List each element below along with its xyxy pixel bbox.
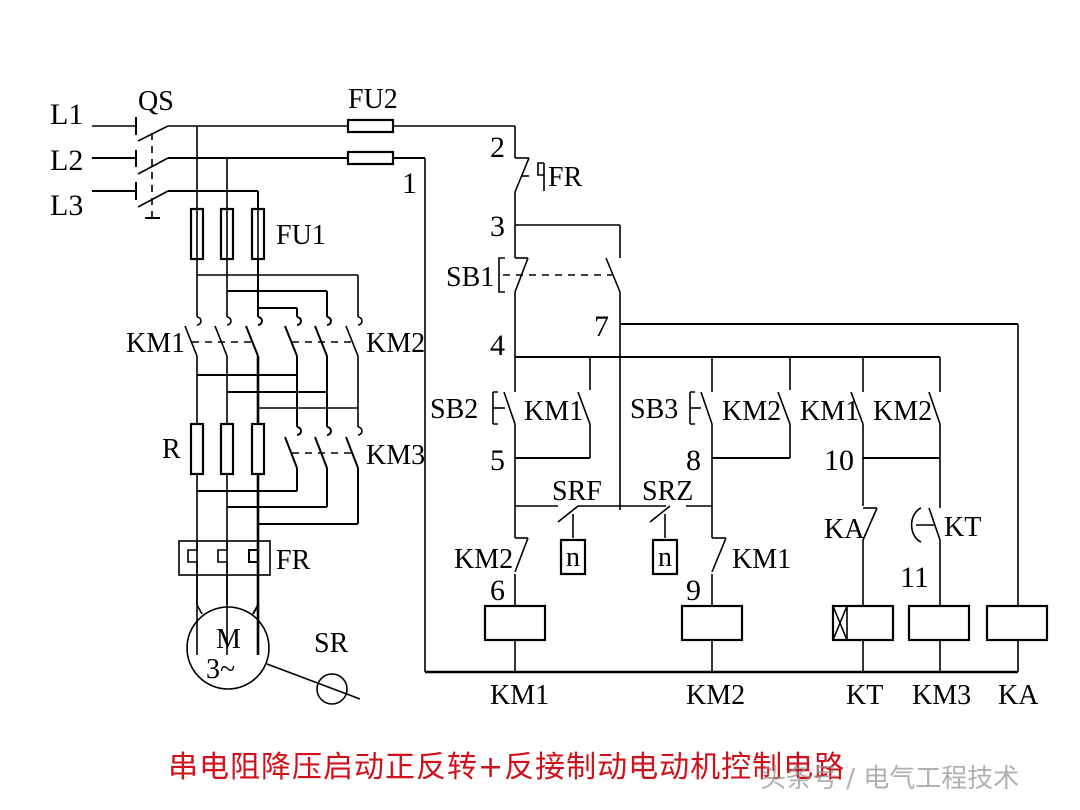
node-7: 7 — [594, 310, 609, 343]
fr-thermal-relay: FR — [178, 540, 311, 576]
node-11: 11 — [900, 561, 929, 594]
qs-label: QS — [138, 86, 174, 117]
fu1-label: FU1 — [276, 220, 326, 251]
node-10: 10 — [824, 444, 854, 477]
srf-label: SRF — [552, 476, 602, 507]
km1-aux-label: KM1 — [800, 396, 859, 427]
srz-sensor-glyph: n — [658, 542, 672, 573]
km1-hold-contact: KM1 — [515, 357, 591, 459]
km2-aux-label: KM2 — [873, 396, 932, 427]
coil-km1: KM1 — [483, 604, 549, 711]
node-3: 3 — [490, 210, 505, 243]
phase-label-l3: L3 — [50, 189, 83, 222]
sb3-reverse-button[interactable]: SB3 — [630, 357, 713, 606]
km1-interlock-contact: KM1 — [709, 537, 791, 575]
km1-km2-main-contacts: KM1 KM2 — [126, 316, 425, 359]
srf-sensor-glyph: n — [566, 542, 580, 573]
fu1-fuses: FU1 — [189, 126, 326, 261]
watermark: 头条号 / 电气工程技术 — [760, 764, 1020, 794]
node-4: 4 — [490, 329, 505, 362]
km1-aux-contact: KM1 — [800, 357, 864, 508]
srz-label: SRZ — [642, 476, 693, 507]
speed-relay-sr: SR — [266, 628, 361, 705]
fr-nc-contact: FR — [514, 126, 583, 258]
motor: M 3~ — [186, 606, 270, 690]
sb2-forward-button[interactable]: SB2 — [430, 357, 516, 606]
node-8: 8 — [686, 444, 701, 477]
kt-timed-contact: KT — [910, 507, 981, 606]
km1-interlock-label: KM1 — [732, 544, 791, 575]
coil-km3: KM3 — [907, 604, 971, 711]
fu2-label: FU2 — [348, 84, 398, 115]
coil-label-kt: KT — [846, 680, 883, 711]
km3-main-contacts: KM3 — [197, 375, 425, 525]
node-2: 2 — [490, 131, 505, 164]
sr-label: SR — [314, 628, 349, 659]
motor-type: 3~ — [206, 654, 235, 685]
km2-aux-contact: KM2 — [863, 357, 941, 508]
km2-hold-label: KM2 — [722, 396, 781, 427]
coil-label-ka: KA — [998, 680, 1039, 711]
srf-speed-contact: SRF n — [552, 476, 602, 576]
kt-contact-label: KT — [944, 512, 981, 543]
km1-main-label: KM1 — [126, 328, 185, 359]
sb2-label: SB2 — [430, 394, 478, 425]
coil-kt: KT — [831, 604, 895, 711]
coil-km2: KM2 — [680, 604, 745, 711]
qs-switch: QS — [92, 86, 174, 219]
node-5: 5 — [490, 444, 505, 477]
km2-main-label: KM2 — [366, 328, 425, 359]
srz-speed-contact: SRZ n — [642, 476, 693, 576]
motor-symbol: M — [216, 624, 241, 655]
sb1-label: SB1 — [446, 262, 494, 293]
node-1: 1 — [402, 167, 417, 200]
ka-nc-contact: KA — [824, 506, 880, 606]
fr-contact-label: FR — [548, 162, 583, 193]
sb3-label: SB3 — [630, 394, 678, 425]
km3-main-label: KM3 — [366, 440, 425, 471]
resistors-r: R — [162, 422, 266, 476]
node-9: 9 — [686, 574, 701, 607]
coil-label-km2: KM2 — [686, 680, 745, 711]
km2-hold-contact: KM2 — [712, 357, 791, 459]
node-6: 6 — [490, 574, 505, 607]
power-circuit: L1 L2 L3 QS FU1 — [50, 86, 425, 705]
phase-label-l1: L1 — [50, 98, 83, 131]
r-label: R — [162, 434, 181, 465]
control-circuit: FU2 1 2 FR 3 SB1 — [346, 84, 1049, 711]
km1-hold-label: KM1 — [524, 396, 583, 427]
diagram-title: 串电阻降压启动正反转+反接制动电动机控制电路 — [168, 750, 846, 785]
km2-interlock-label: KM2 — [454, 544, 513, 575]
coil-label-km1: KM1 — [490, 680, 549, 711]
coil-label-km3: KM3 — [912, 680, 971, 711]
phase-label-l2: L2 — [50, 144, 83, 177]
km2-interlock-contact: KM2 — [454, 537, 532, 575]
coil-ka: KA — [985, 604, 1049, 711]
ka-contact-label: KA — [824, 514, 865, 545]
fu2-fuses: FU2 — [346, 84, 515, 166]
sb1-stop-button[interactable]: SB1 — [446, 257, 621, 510]
fr-power-label: FR — [276, 545, 311, 576]
